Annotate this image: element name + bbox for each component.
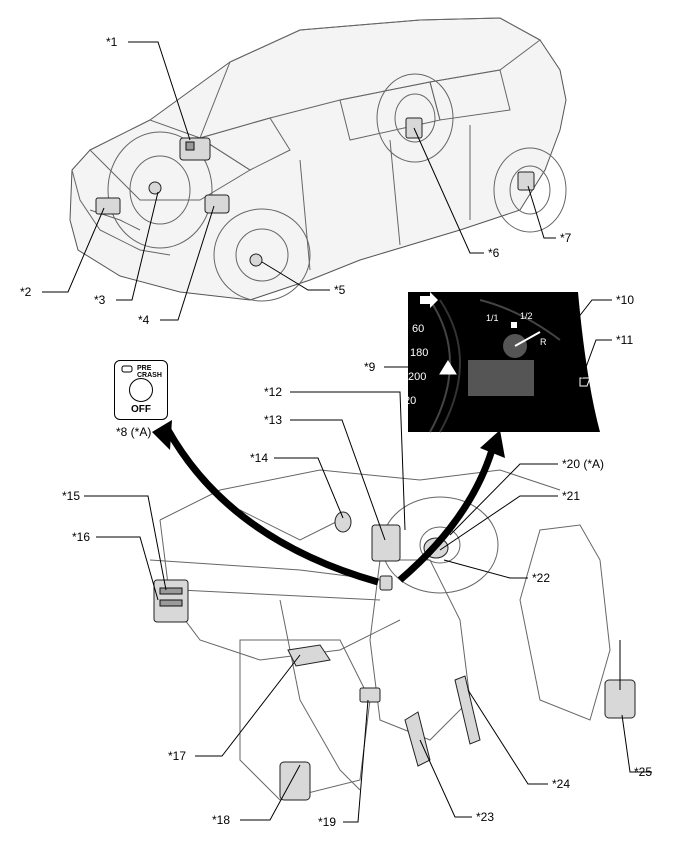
- label-16: *16: [72, 530, 91, 544]
- label-2: *2: [20, 285, 32, 299]
- driver-seat: [369, 559, 471, 741]
- fuel-pump-icon: [511, 322, 517, 328]
- label-13: *13: [264, 413, 283, 427]
- combination-meter: [408, 292, 600, 433]
- label-23: *23: [476, 810, 495, 824]
- front-speed-sensor-lh: [148, 181, 162, 195]
- callout-arrows: [152, 420, 505, 586]
- label-1: *1: [106, 35, 118, 49]
- label-20: *20 (*A): [562, 457, 605, 471]
- label-12: *12: [264, 385, 283, 399]
- vehicle-outline: [69, 17, 567, 302]
- speed-mark: 180: [410, 347, 429, 359]
- pre-crash-indicator-icon: [579, 377, 591, 387]
- label-17: *17: [168, 749, 187, 763]
- label-15: *15: [62, 489, 81, 503]
- driving-support-ecu: [371, 524, 401, 562]
- switch-button: [129, 378, 153, 402]
- fuel-mark: 1/2: [520, 311, 533, 321]
- arrow-head-left: [152, 420, 172, 450]
- airbag-sensor-assembly: [287, 644, 331, 667]
- passenger-seat: [519, 524, 611, 721]
- label-11: *11: [616, 333, 634, 347]
- rear-left-wheel: [376, 73, 454, 163]
- multi-information-display: [468, 360, 534, 396]
- rear-speed-sensor-rh: [517, 171, 535, 191]
- label-22: *22: [532, 571, 551, 585]
- seat-belt-buckle-b: [454, 675, 481, 745]
- label-9: *9: [364, 360, 376, 374]
- label-5: *5: [334, 283, 346, 297]
- front-right-wheel: [213, 208, 311, 302]
- steering-actuator: [204, 194, 230, 214]
- seat-belt-retractor-lh: [279, 761, 311, 801]
- label-8: *8 (*A): [116, 425, 152, 439]
- label-24: *24: [552, 777, 571, 791]
- leader-lines: [42, 41, 652, 823]
- interior-components: [153, 511, 636, 801]
- vehicle-components: [95, 117, 535, 267]
- label-14: *14: [250, 451, 269, 465]
- front-speed-sensor-rh: [249, 253, 263, 267]
- pre-crash-switch: PRE CRASH OFF: [114, 360, 168, 420]
- speed-mark: 60: [412, 323, 425, 335]
- arrow-head-right: [480, 430, 505, 458]
- label-19: *19: [318, 815, 337, 829]
- label-10: *10: [616, 293, 635, 307]
- interior-outline: [149, 469, 611, 801]
- label-25: *25: [634, 765, 653, 779]
- fuel-mark: 1/1: [486, 313, 499, 323]
- seat-belt-buckle-switch: [359, 687, 381, 703]
- switch-title: PRE CRASH: [137, 365, 162, 379]
- pre-crash-icon: [121, 365, 133, 373]
- label-18: *18: [212, 813, 231, 827]
- rear-right-wheel: [493, 147, 567, 233]
- label-7: *7: [560, 231, 572, 245]
- yaw-rate-sensor: [334, 511, 352, 533]
- label-6: *6: [488, 246, 500, 260]
- warning-triangle-icon: [439, 360, 457, 375]
- pre-crash-switch-mount: [379, 575, 393, 591]
- fuel-mark: R: [540, 337, 547, 347]
- millimeter-wave-radar: [95, 197, 121, 215]
- front-left-wheel: [107, 131, 213, 249]
- speed-mark: 200: [408, 371, 427, 383]
- label-21: *21: [562, 489, 581, 503]
- label-3: *3: [94, 293, 106, 307]
- turn-signal-arrow-icon: [420, 292, 438, 308]
- switch-state: OFF: [131, 404, 151, 415]
- seat-belt-buckle-a: [404, 711, 431, 767]
- brake-actuator: [179, 137, 211, 161]
- speed-mark: 20: [404, 395, 417, 407]
- label-4: *4: [138, 313, 150, 327]
